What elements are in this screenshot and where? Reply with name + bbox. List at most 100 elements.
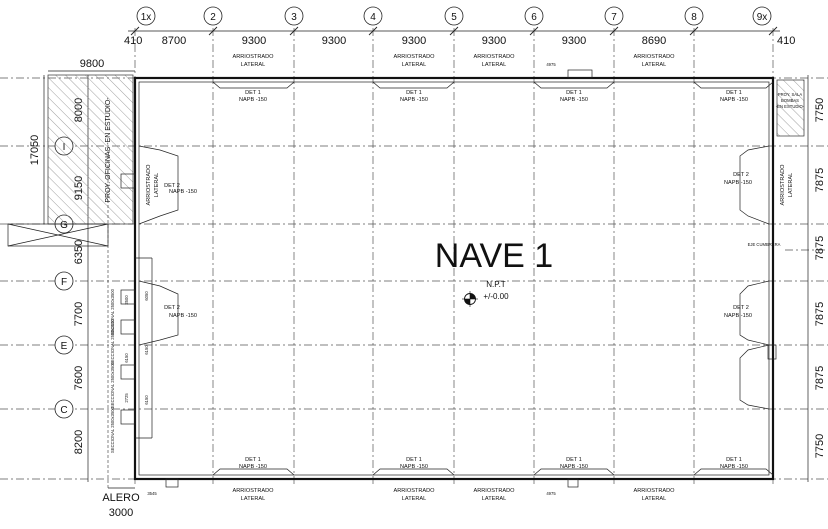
bracing-labels-bottom: ARRIOSTRADO LATERAL ARRIOSTRADO LATERAL … [232, 488, 675, 502]
office-width-dim: 9800 [80, 58, 104, 70]
det1-bot-4-a: DET 1 [726, 457, 742, 463]
door-tag-2: SECCIONAL 2500x3500 [110, 318, 115, 365]
right-dim-1: 7750 [814, 98, 826, 122]
hall-title: NAVE 1 [435, 237, 553, 275]
bracing-right-2: LATERAL [788, 173, 794, 197]
left-dim-2: 6350 [73, 240, 85, 264]
door-tag-1: SECCIONAL 2500x3500 [110, 288, 115, 335]
det2-left-1-a: DET 2 [164, 183, 180, 189]
column-bubble-4: 4 [363, 6, 383, 26]
det2-left-2-a: DET 2 [164, 305, 180, 311]
right-dim-2: 7875 [814, 168, 826, 192]
svg-text:2: 2 [210, 12, 216, 23]
top-opening-dim: 4975 [546, 62, 556, 67]
det1-top-2-a: DET 1 [406, 90, 422, 96]
det2-labels: DET 2 NAPB -150 DET 2 NAPB -150 DET 2 NA… [164, 172, 752, 319]
overall-left-dim: 17050 [29, 135, 41, 166]
bracing-bot-4-1: ARRIOSTRADO [633, 488, 675, 494]
openings: 4975 3545 4975 [147, 62, 777, 496]
right-edge-offset: 410 [777, 35, 795, 47]
level-target-icon [462, 291, 478, 307]
det2-right-1-b: NAPB -150 [724, 180, 752, 186]
bracing-top-1-1: ARRIOSTRADO [232, 54, 274, 60]
svg-text:4: 4 [370, 12, 376, 23]
bracing-bot-1-1: ARRIOSTRADO [232, 488, 274, 494]
bracing-bot-3-2: LATERAL [482, 496, 506, 502]
span-6-7: 9300 [562, 35, 586, 47]
det1-markers [212, 81, 774, 476]
bracing-labels-top: ARRIOSTRADO LATERAL ARRIOSTRADO LATERAL … [232, 54, 675, 68]
span-2-3: 9300 [242, 35, 266, 47]
det2-right-2-b: NAPB -150 [724, 313, 752, 319]
svg-text:6: 6 [531, 12, 537, 23]
svg-text:3: 3 [291, 12, 297, 23]
column-bubble-7: 7 [604, 6, 624, 26]
right-dim-5: 7875 [814, 366, 826, 390]
eaves-label: ALERO [102, 492, 140, 504]
det2-left-2-b: NAPB -150 [169, 313, 197, 319]
det1-top-4-b: NAPB -150 [720, 97, 748, 103]
svg-text:1x: 1x [141, 12, 152, 23]
det2-left-1-b: NAPB -150 [169, 189, 197, 195]
sectional-doors: SECCIONAL 2500x3500 SECCIONAL 2500x3500 … [110, 173, 153, 453]
top-dimension-chain: 410 410 8700 9300 9300 9300 9300 9300 86… [124, 26, 795, 47]
door-dim-5: 2725 [124, 393, 129, 403]
bottom-left-opening-dim: 3545 [147, 491, 157, 496]
bracing-bot-2-1: ARRIOSTRADO [393, 488, 435, 494]
det2-markers [138, 145, 770, 410]
det1-bot-3-a: DET 1 [566, 457, 582, 463]
door-tag-4: SECCIONAL 2500x3500 [110, 406, 115, 453]
door-dim-1: 6050 [144, 291, 149, 301]
column-bubble-5: 5 [444, 6, 464, 26]
column-bubble-1x: 1x [136, 6, 156, 26]
det1-bot-3-b: NAPB -150 [560, 464, 588, 470]
det1-labels: DET 1 NAPB -150 DET 1 NAPB -150 DET 1 NA… [239, 90, 748, 470]
right-dim-3: 7875 [814, 236, 826, 260]
bracing-bot-3-1: ARRIOSTRADO [473, 488, 515, 494]
right-dimension-chain: 7750 7875 7875 7875 7875 7750 [807, 75, 826, 482]
bracing-top-3-2: LATERAL [482, 62, 506, 68]
bracing-top-2-2: LATERAL [402, 62, 426, 68]
column-bubble-2: 2 [203, 6, 223, 26]
door-dim-3: 2500 [124, 295, 129, 305]
door-tag-3: SECCIONAL 2500x3500 [110, 361, 115, 408]
det1-top-1-a: DET 1 [245, 90, 261, 96]
det1-top-2-b: NAPB -150 [400, 97, 428, 103]
svg-text:C: C [60, 405, 67, 416]
column-bubble-6: 6 [524, 6, 544, 26]
row-bubble-E: E [54, 335, 74, 355]
bracing-top-4-2: LATERAL [642, 62, 666, 68]
det1-top-4-a: DET 1 [726, 90, 742, 96]
bracing-bot-4-2: LATERAL [642, 496, 666, 502]
right-dim-6: 7750 [814, 434, 826, 458]
column-bubble-9x: 9x [752, 6, 772, 26]
pump-room-label-1: PROY. SALA [778, 92, 803, 97]
bottom-mid-opening-dim: 4975 [546, 491, 556, 496]
left-dim-3: 7700 [73, 302, 85, 326]
det2-right-2-a: DET 2 [733, 305, 749, 311]
row-bubble-C: C [54, 399, 74, 419]
eaves-value: 3000 [109, 507, 133, 519]
level-value: +/-0.00 [483, 292, 509, 301]
span-7-8: 8690 [642, 35, 666, 47]
door-dim-4: 6150 [144, 395, 149, 405]
bracing-top-3-1: ARRIOSTRADO [473, 54, 515, 60]
column-bubble-3: 3 [284, 6, 304, 26]
det1-top-3-b: NAPB -150 [560, 97, 588, 103]
span-4-5: 9300 [402, 35, 426, 47]
det1-bot-4-b: NAPB -150 [720, 464, 748, 470]
span-1-2: 8700 [162, 35, 186, 47]
bracing-left-2: LATERAL [154, 173, 160, 197]
bracing-labels-side: ARRIOSTRADO LATERAL ARRIOSTRADO LATERAL [146, 164, 794, 206]
bracing-right-1: ARRIOSTRADO [780, 164, 786, 206]
ridge-axis-label: EJE CUMBRERA [748, 242, 781, 247]
svg-text:G: G [60, 220, 68, 231]
svg-text:5: 5 [451, 12, 457, 23]
eaves-canopy: ALERO 3000 [7, 150, 140, 519]
svg-text:9x: 9x [757, 12, 768, 23]
bracing-left-1: ARRIOSTRADO [146, 164, 152, 206]
span-3-4: 9300 [322, 35, 346, 47]
bracing-bot-1-2: LATERAL [241, 496, 265, 502]
level-label: N.P.T [486, 280, 506, 289]
